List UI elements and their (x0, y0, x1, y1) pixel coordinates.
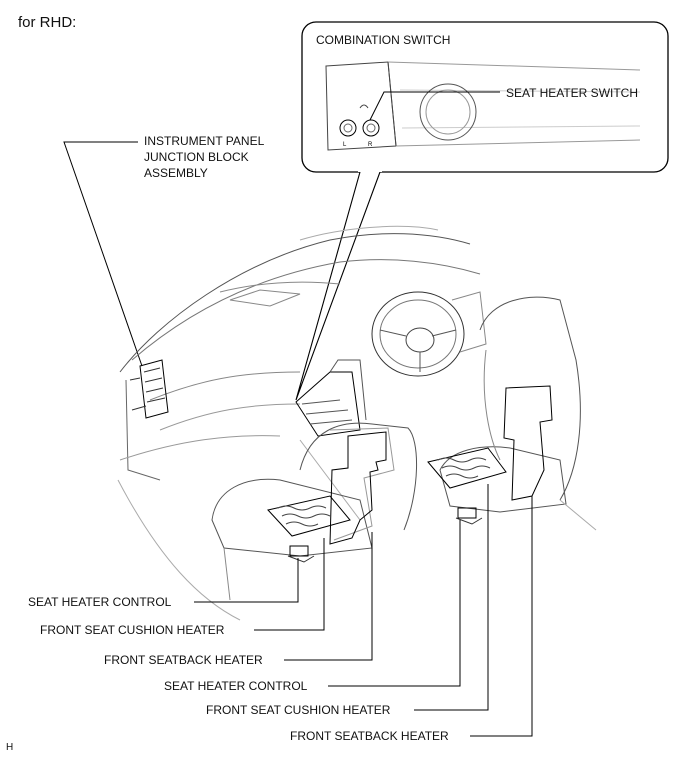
left-cushion-heater (267, 495, 351, 537)
leader-left-cushion (254, 538, 325, 631)
label-ipjb-line2: JUNCTION BLOCK (144, 150, 249, 164)
leader-right-seatback (470, 496, 533, 737)
left-seat-cushion (211, 478, 373, 557)
leader-right-control (328, 520, 461, 687)
corner-mark: H (6, 742, 14, 753)
label-right-front-seatback-heater: FRONT SEATBACK HEATER (290, 729, 449, 743)
dashboard-outline (119, 233, 471, 373)
left-seat-heater-control (289, 545, 309, 557)
leader-left-seatback (284, 532, 373, 661)
center-console (295, 371, 361, 437)
right-seatback-heater (503, 385, 553, 501)
label-ipjb-line3: ASSEMBLY (144, 166, 208, 180)
label-right-front-seat-cushion-heater: FRONT SEAT CUSHION HEATER (206, 703, 391, 717)
leader-seat-heater-switch (369, 91, 500, 121)
left-seatback (299, 422, 418, 531)
leader-ipjb (63, 141, 143, 367)
leader-right-cushion (414, 484, 489, 711)
page-header: for RHD: (18, 14, 77, 31)
label-right-seat-heater-control: SEAT HEATER CONTROL (164, 679, 308, 693)
switch-mark-left: L (343, 142, 347, 148)
switch-mark-right: R (368, 142, 373, 148)
label-left-seat-heater-control: SEAT HEATER CONTROL (28, 595, 172, 609)
right-cushion-heater (427, 447, 507, 489)
inset-pointer (295, 171, 381, 401)
seat-heater-knob-left (339, 119, 357, 137)
leader-left-control (194, 558, 299, 603)
label-left-front-seat-cushion-heater: FRONT SEAT CUSHION HEATER (40, 623, 225, 637)
inset-box (301, 21, 669, 173)
steering-wheel (371, 291, 465, 377)
junction-block (139, 359, 169, 419)
inset-title: COMBINATION SWITCH (316, 33, 451, 47)
label-ipjb-line1: INSTRUMENT PANEL (144, 134, 265, 148)
vent-dial (419, 83, 477, 141)
seat-heater-knob-right (362, 119, 380, 137)
left-seatback-heater (329, 431, 387, 545)
right-seatback (479, 296, 581, 501)
right-seat-cushion (439, 446, 567, 513)
right-seat-heater-control (457, 507, 477, 519)
label-left-front-seatback-heater: FRONT SEATBACK HEATER (104, 653, 263, 667)
label-seat-heater-switch: SEAT HEATER SWITCH (506, 86, 639, 100)
